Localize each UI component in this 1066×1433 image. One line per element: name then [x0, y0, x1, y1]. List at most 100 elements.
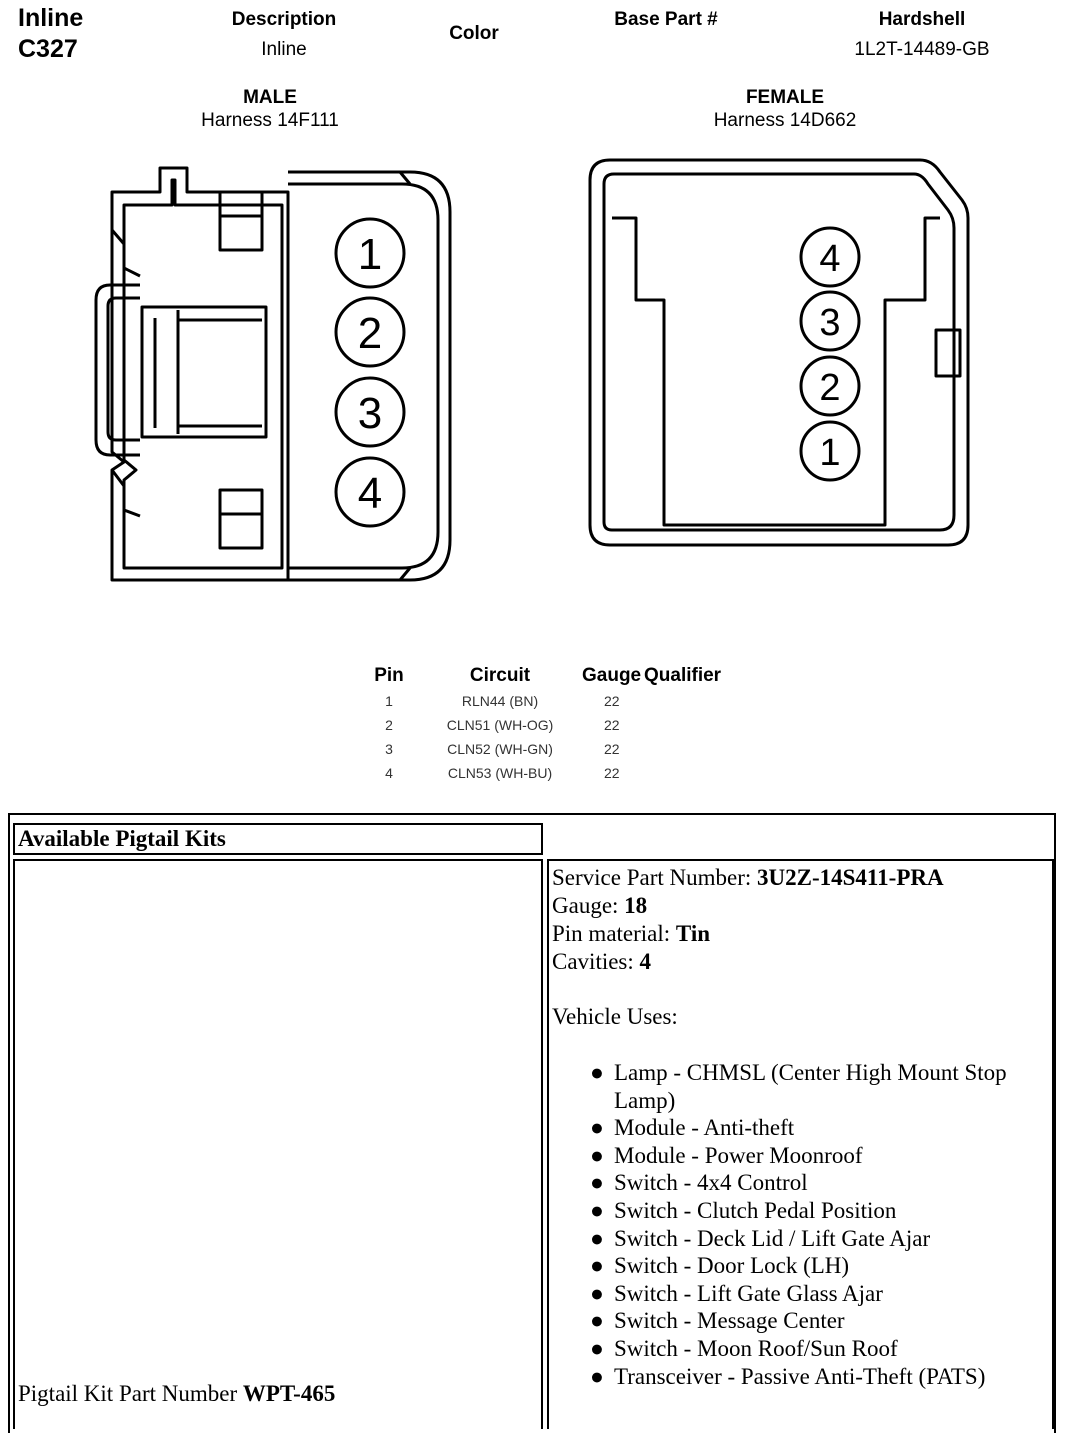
circuit-cell: RLN44 (BN) [461, 693, 539, 709]
pin-header: Pin [374, 665, 404, 686]
pin-cell: 3 [385, 741, 393, 757]
bullet-icon: ● [590, 1280, 604, 1306]
vehicle-use: Switch - Moon Roof/Sun Roof [614, 1335, 898, 1361]
qualifier-cell [644, 689, 734, 713]
vehicle-use: Switch - Clutch Pedal Position [614, 1197, 897, 1223]
male-connector-diagram: 1 2 3 4 [94, 166, 452, 582]
kit-part-label: Pigtail Kit Part Number [18, 1381, 243, 1406]
description-value: Inline [261, 39, 307, 60]
list-item: ● Switch - 4x4 Control [552, 1169, 1032, 1197]
vehicle-uses-list: ● Lamp - CHMSL (Center High Mount Stop La… [552, 1059, 1032, 1390]
service-part-line: Service Part Number: 3U2Z-14S411-PRA [552, 864, 1052, 892]
female-pin-2 [799, 355, 861, 417]
female-pin-label: 3 [819, 302, 840, 344]
pin-cell: 2 [385, 717, 393, 733]
bullet-icon: ● [590, 1170, 604, 1196]
pigtail-details-cell: Service Part Number: 3U2Z-14S411-PRA Gau… [547, 859, 1054, 1429]
qualifier-cell [644, 761, 734, 785]
list-item: ● Module - Anti-theft [552, 1114, 1032, 1142]
qualifier-cell [644, 713, 734, 737]
pin-circuit-table: Pin Circuit Gauge Qualifier 1 RLN44 (BN)… [360, 665, 734, 785]
bullet-icon: ● [590, 1335, 604, 1361]
gauge-cell: 22 [604, 741, 620, 757]
female-pin-label: 4 [819, 238, 840, 280]
table-row: 2 CLN51 (WH-OG) 22 [360, 713, 734, 737]
bullet-icon: ● [590, 1253, 604, 1279]
vehicle-use: Switch - Deck Lid / Lift Gate Ajar [614, 1225, 931, 1251]
female-harness: Harness 14D662 [713, 110, 857, 131]
table-row: 3 CLN52 (WH-GN) 22 [360, 737, 734, 761]
male-pin-4 [334, 456, 406, 528]
cavities-value: 4 [639, 949, 652, 974]
female-pin-label: 2 [819, 367, 840, 409]
circuit-cell: CLN53 (WH-BU) [447, 765, 553, 781]
vehicle-use: Switch - Door Lock (LH) [614, 1253, 850, 1279]
circuit-header: Circuit [469, 665, 531, 686]
vehicle-use: Lamp - CHMSL (Center High Mount Stop Lam… [614, 1060, 1007, 1113]
circuit-cell: CLN52 (WH-GN) [447, 741, 553, 757]
pin-material-label: Pin material: [552, 921, 676, 946]
gauge-value: 18 [624, 893, 648, 918]
bullet-icon: ● [590, 1115, 604, 1141]
pigtail-image-cell: Pigtail Kit Part Number WPT-465 [13, 859, 543, 1429]
female-pin-label: 1 [819, 432, 840, 474]
bullet-icon: ● [590, 1060, 604, 1085]
pin-material-value: Tin [675, 921, 711, 946]
gauge-cell: 22 [604, 693, 620, 709]
bullet-icon: ● [590, 1363, 604, 1389]
bullet-icon: ● [590, 1225, 604, 1251]
vehicle-use: Switch - Lift Gate Glass Ajar [614, 1280, 883, 1306]
base-part-label: Base Part # [614, 9, 718, 30]
service-part-value: 3U2Z-14S411-PRA [757, 865, 944, 890]
bullet-icon: ● [590, 1308, 604, 1334]
male-pin-label: 4 [358, 469, 382, 518]
vehicle-uses-label: Vehicle Uses: [552, 1004, 678, 1029]
gauge-cell: 22 [604, 765, 620, 781]
list-item: ● Lamp - CHMSL (Center High Mount Stop La… [552, 1059, 1032, 1114]
female-pin-3 [799, 290, 861, 352]
male-pin-label: 1 [358, 230, 382, 279]
kit-part-value: WPT-465 [242, 1381, 336, 1406]
pin-cell: 1 [385, 693, 393, 709]
connector-type: Inline [18, 4, 84, 32]
vehicle-use: Module - Anti-theft [614, 1115, 795, 1141]
hardshell-value: 1L2T-14489-GB [854, 39, 990, 60]
list-item: ● Switch - Deck Lid / Lift Gate Ajar [552, 1225, 1032, 1253]
service-part-label: Service Part Number: [552, 865, 758, 890]
cavities-label: Cavities: [552, 949, 640, 974]
list-item: ● Switch - Lift Gate Glass Ajar [552, 1280, 1032, 1308]
gauge-label: Gauge: [552, 893, 625, 918]
cavities-line: Cavities: 4 [552, 948, 1052, 976]
gauge-line: Gauge: 18 [552, 892, 1052, 920]
bullet-icon: ● [590, 1197, 604, 1223]
kit-part-number: Pigtail Kit Part Number WPT-465 [18, 1381, 335, 1407]
bullet-icon: ● [590, 1142, 604, 1168]
list-item: ● Switch - Message Center [552, 1307, 1032, 1335]
female-pin-1 [799, 420, 861, 482]
color-label: Color [449, 23, 499, 44]
female-title: FEMALE [745, 87, 825, 108]
male-harness: Harness 14F111 [201, 110, 339, 131]
connector-id: C327 [18, 35, 78, 63]
female-connector-diagram: 4 3 2 1 [588, 158, 970, 547]
male-title: MALE [243, 87, 297, 108]
female-pin-4 [799, 226, 861, 288]
list-item: ● Switch - Clutch Pedal Position [552, 1197, 1032, 1225]
male-pin-label: 3 [358, 389, 382, 438]
hardshell-label: Hardshell [878, 9, 966, 30]
vehicle-use: Transceiver - Passive Anti-Theft (PATS) [614, 1363, 986, 1389]
male-pin-3 [334, 376, 406, 448]
male-pin-2 [334, 296, 406, 368]
male-pin-label: 2 [358, 309, 382, 358]
description-label: Description [231, 9, 337, 30]
vehicle-use: Switch - Message Center [614, 1308, 845, 1334]
pigtail-kits-title: Available Pigtail Kits [13, 823, 543, 855]
gauge-header: Gauge [582, 665, 642, 686]
vehicle-use: Switch - 4x4 Control [614, 1170, 808, 1196]
qualifier-cell [644, 737, 734, 761]
circuit-cell: CLN51 (WH-OG) [446, 717, 554, 733]
vehicle-use: Module - Power Moonroof [614, 1142, 863, 1168]
qualifier-header: Qualifier [644, 665, 722, 686]
gauge-cell: 22 [604, 717, 620, 733]
male-pin-1 [334, 217, 406, 289]
